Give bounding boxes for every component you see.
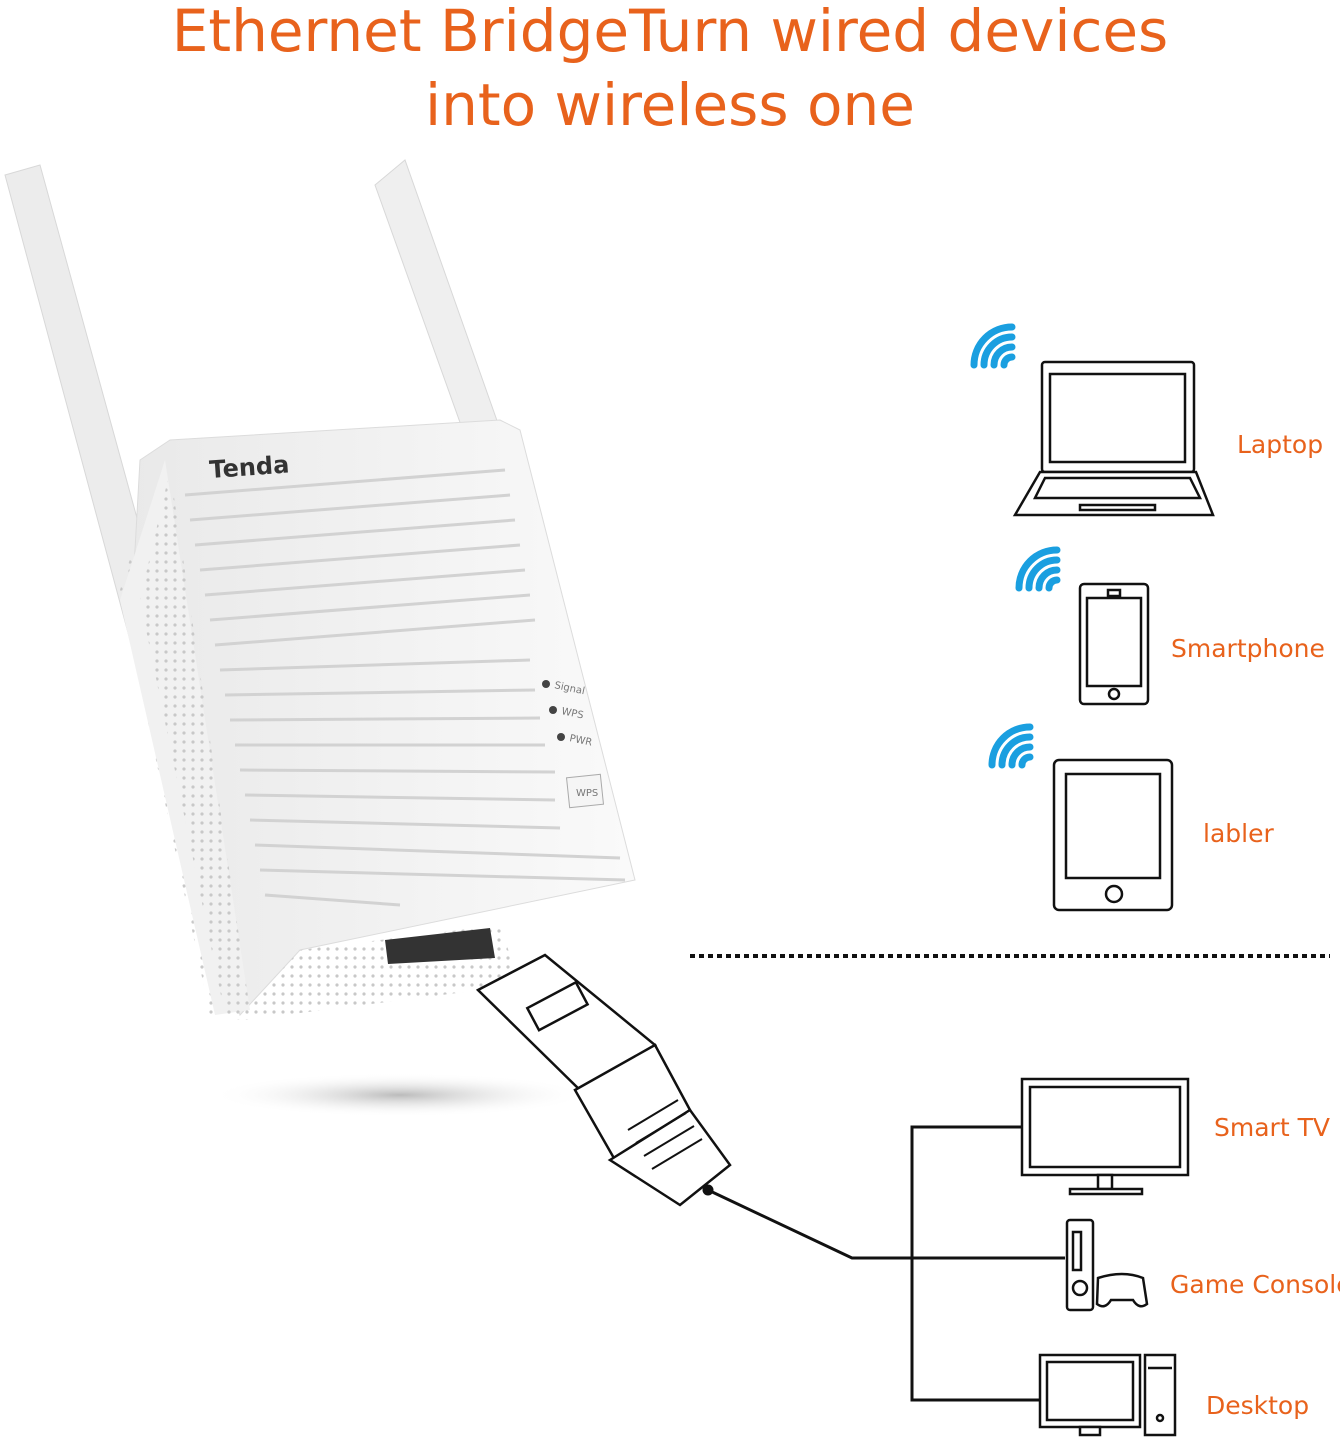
tv-icon (1020, 1077, 1190, 1196)
game-console-icon (1065, 1218, 1149, 1312)
brand-logo: Tenda (208, 450, 290, 484)
headline: Ethernet BridgeTurn wired devices into w… (0, 0, 1340, 142)
label-game-console: Game Console (1170, 1270, 1340, 1299)
smartphone-icon (1078, 582, 1150, 706)
wifi-icon (1015, 546, 1061, 592)
ethernet-cable-icon (475, 953, 732, 1207)
led-pwr: PWR (568, 733, 593, 749)
label-smartphone: Smartphone (1171, 634, 1325, 663)
label-laptop: Laptop (1237, 430, 1324, 459)
wps-button-label: WPS (576, 788, 598, 799)
wifi-extender-image: Tenda Signal WPS PWR WPS (4, 159, 636, 1117)
led-wps: WPS (560, 706, 584, 721)
tablet-icon (1052, 758, 1174, 912)
headline-line-2: into wireless one (425, 71, 915, 139)
ethernet-port (385, 928, 495, 964)
wifi-icon (988, 723, 1034, 769)
wps-button[interactable] (565, 773, 605, 809)
headline-line-1: Ethernet BridgeTurn wired devices (171, 0, 1169, 65)
desktop-icon (1038, 1353, 1177, 1437)
laptop-icon (1012, 360, 1215, 517)
label-desktop: Desktop (1206, 1391, 1310, 1420)
label-smart-tv: Smart TV (1214, 1113, 1330, 1142)
wifi-icon (970, 323, 1016, 369)
label-tablet: labler (1203, 819, 1274, 848)
wired-connections (702, 1125, 1065, 1402)
